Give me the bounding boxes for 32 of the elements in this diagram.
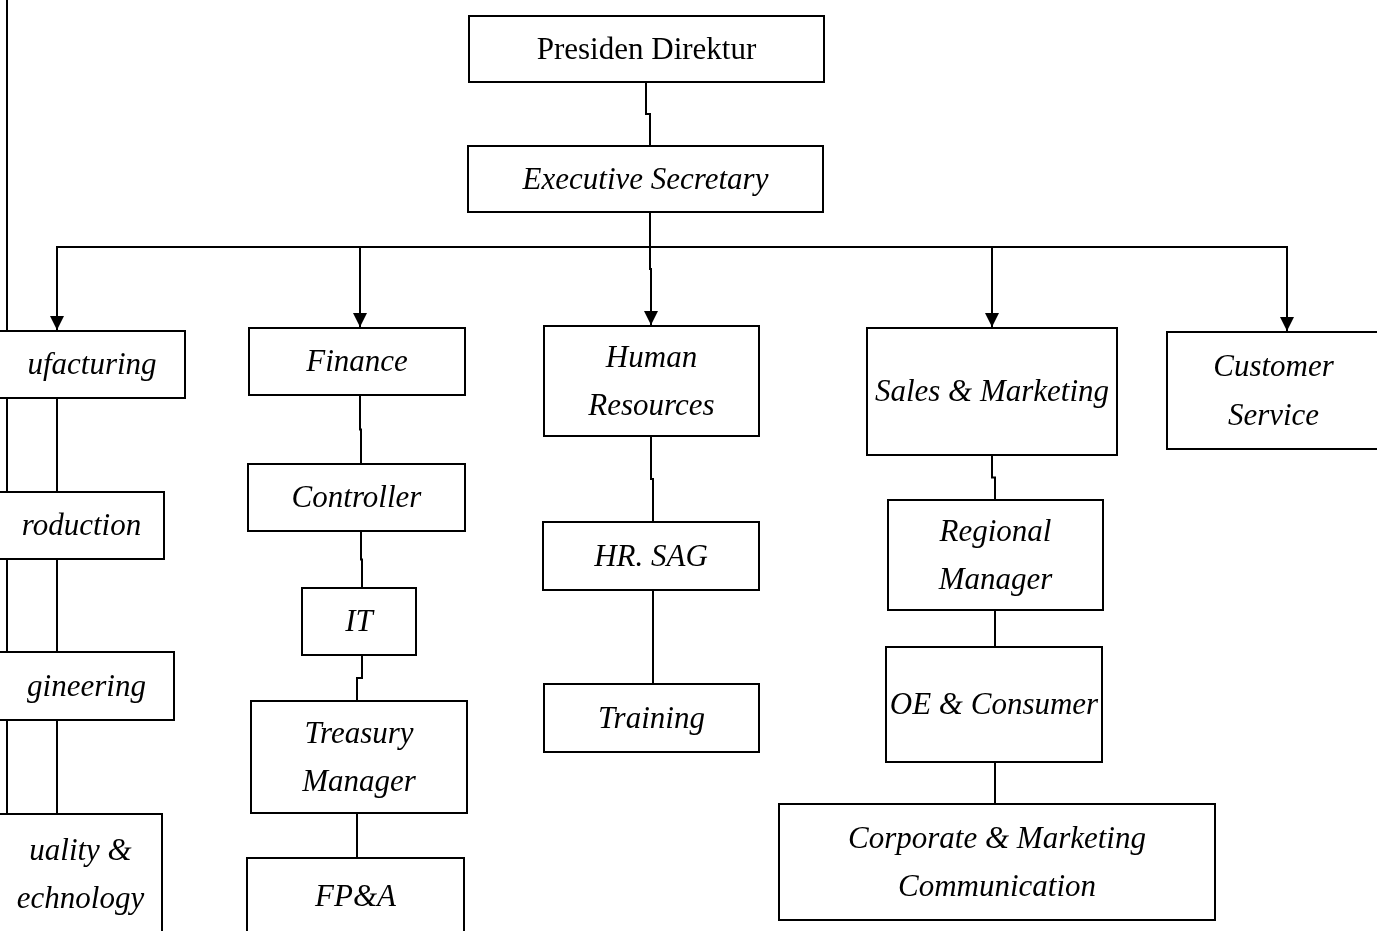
position-box: roduction — [0, 491, 165, 560]
position-box: OE & Consumer — [885, 646, 1103, 763]
position-box: Corporate & Marketing Communication — [778, 803, 1216, 921]
connector-line — [56, 398, 58, 492]
connector-line — [56, 559, 58, 652]
position-box: Training — [543, 683, 760, 753]
position-box: FP&A — [246, 857, 465, 931]
position-box: Executive Secretary — [467, 145, 824, 213]
position-box: ufacturing — [0, 330, 186, 399]
position-box: uality & echnology — [0, 813, 163, 931]
connector-line — [645, 82, 651, 146]
connector-line — [359, 395, 362, 464]
position-box: HR. SAG — [542, 521, 760, 591]
connector-line — [356, 655, 363, 701]
position-box: Presiden Direktur — [468, 15, 825, 83]
connector-line — [356, 813, 358, 858]
position-box: Treasury Manager — [250, 700, 468, 814]
position-box: Human Resources — [543, 325, 760, 437]
connector-line — [994, 762, 996, 804]
position-box: IT — [301, 587, 417, 656]
position-box: Customer Service — [1166, 331, 1377, 450]
connector-line — [994, 610, 996, 647]
connector-line — [650, 436, 654, 522]
position-box: Sales & Marketing — [866, 327, 1118, 456]
connector-line — [652, 590, 654, 684]
position-box: Finance — [248, 327, 466, 396]
position-box: Regional Manager — [887, 499, 1104, 611]
position-box: Controller — [247, 463, 466, 532]
connector-line — [991, 455, 996, 500]
connector-line — [56, 720, 58, 814]
position-box: gineering — [0, 651, 175, 721]
connector-line — [360, 531, 363, 588]
